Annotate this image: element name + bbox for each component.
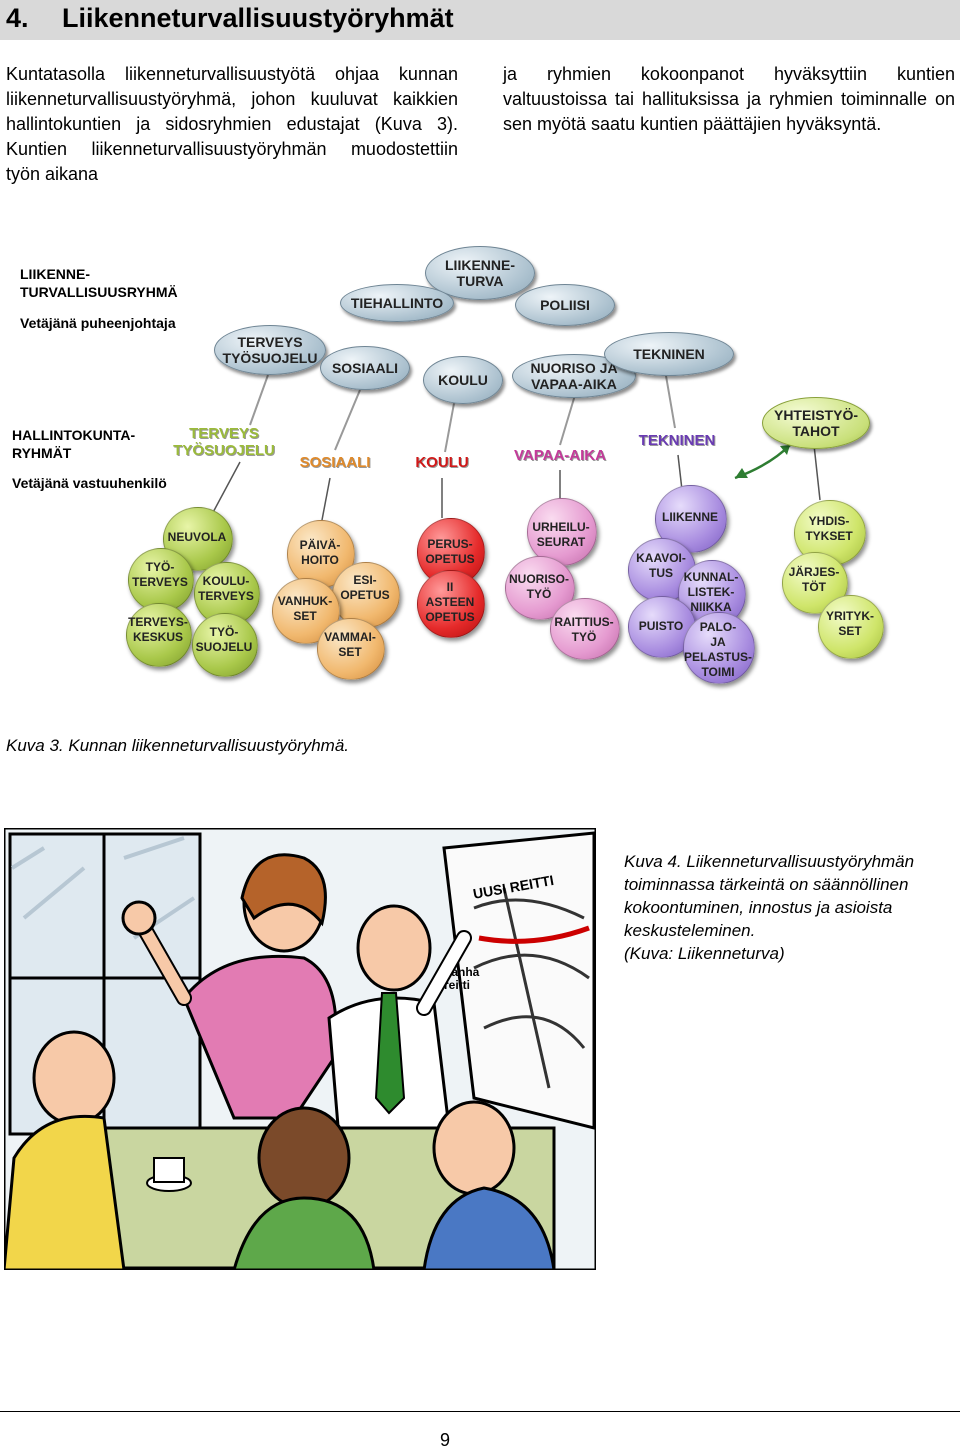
ball-pelastustoimi bbox=[683, 612, 755, 684]
main-group-title: LIIKENNE- TURVALLISUUSRYHMÄ bbox=[20, 266, 178, 300]
section-number: 4. bbox=[6, 3, 29, 33]
caption-kuva4-credit: (Kuva: Liikenneturva) bbox=[624, 944, 785, 963]
admin-groups-leader: Vetäjänä vastuuhenkilö bbox=[12, 475, 167, 491]
ball-ii-asteen-label: II ASTEEN OPETUS bbox=[425, 580, 475, 624]
ball-kaavoitus-label: KAAVOI- TUS bbox=[636, 551, 686, 580]
ball-terveyskeskus bbox=[126, 603, 192, 667]
section-title: Liikenneturvallisuustyöryhmät bbox=[62, 3, 454, 33]
ball-vammaiset bbox=[317, 618, 385, 680]
footer-rule bbox=[0, 1411, 960, 1412]
pill-koulu: KOULU bbox=[423, 356, 503, 404]
ball-puisto-label: PUISTO bbox=[638, 619, 684, 633]
ball-urheiluseurat-label: URHEILU- SEURAT bbox=[532, 520, 590, 549]
ball-esiopetus-label: ESI- OPETUS bbox=[340, 573, 390, 602]
group-koulu: KOULU bbox=[415, 454, 469, 471]
ball-yhdistykset-label: YHDIS- TYKSET bbox=[805, 514, 853, 543]
ball-raittiustyo bbox=[550, 598, 620, 660]
intro-left: Kuntatasolla liikenneturvallisuustyötä o… bbox=[6, 64, 458, 184]
ball-liikenne-label: LIIKENNE bbox=[661, 510, 718, 524]
ball-tyoterveys-label: TYÖ- TERVEYS bbox=[132, 560, 188, 589]
ball-vanhukset-label: VANHUK- SET bbox=[277, 594, 333, 623]
ball-esiopetus bbox=[332, 562, 400, 628]
ball-kouluterveys-label: KOULU- TERVEYS bbox=[198, 574, 254, 603]
main-group-leader: Vetäjänä puheenjohtaja bbox=[20, 315, 176, 331]
cartoon-old-route-line2: reitti bbox=[444, 978, 470, 992]
pill-poliisi: POLIISI bbox=[515, 284, 615, 326]
ball-tyosuojelu bbox=[192, 613, 258, 677]
section-heading: 4. Liikenneturvallisuustyöryhmät bbox=[0, 0, 960, 40]
group-vapaa-aika: VAPAA-AIKA bbox=[514, 447, 606, 464]
ball-pelastustoimi-label: PALO- JA PELASTUS- TOIMI bbox=[683, 620, 752, 679]
group-tekninen: TEKNINEN bbox=[638, 432, 716, 449]
intro-right: ja ryhmien kokoonpanot hyväksyttiin kunt… bbox=[503, 64, 955, 134]
ball-raittiustyo-label: RAITTIUS- TYÖ bbox=[554, 615, 614, 644]
caption-kuva3: Kuva 3. Kunnan liikenneturvallisuustyöry… bbox=[6, 736, 350, 755]
ball-jarjestot-label: JÄRJES- TÖT bbox=[788, 565, 840, 594]
ball-yritykset-label: YRITYK- SET bbox=[826, 609, 874, 638]
ball-terveyskeskus-label: TERVEYS- KESKUS bbox=[128, 615, 188, 644]
ball-neuvola-label: NEUVOLA bbox=[167, 530, 227, 544]
page-number: 9 bbox=[439, 1430, 450, 1450]
admin-groups-title: HALLINTOKUNTA- RYHMÄT bbox=[12, 427, 136, 461]
ball-yritykset bbox=[818, 595, 884, 659]
ball-tyoterveys bbox=[128, 548, 194, 612]
pill-sosiaali: SOSIAALI bbox=[320, 346, 410, 390]
pill-terveys: TERVEYS TYÖSUOJELU bbox=[214, 325, 326, 375]
ball-perusopetus-label: PERUS- OPETUS bbox=[425, 537, 475, 566]
ball-paivahoito-label: PÄIVÄ- HOITO bbox=[299, 538, 341, 567]
caption-kuva4: Kuva 4. Liikenneturvallisuustyöryhmän to… bbox=[624, 852, 915, 940]
diagram-connectors bbox=[209, 369, 821, 521]
group-sosiaali: SOSIAALI bbox=[299, 454, 371, 471]
group-terveys: TERVEYS TYÖSUOJELU bbox=[173, 425, 275, 459]
ball-vammaiset-label: VAMMAI- SET bbox=[324, 630, 376, 659]
ball-tyosuojelu-label: TYÖ- SUOJELU bbox=[195, 625, 253, 654]
group-yhteistyotahot: YHTEISTYÖ- TAHOT bbox=[762, 397, 870, 449]
ball-kunnallistekniikka-label: KUNNAL- LISTEK- NIIKKA bbox=[683, 570, 739, 614]
ball-nuorisotyo-label: NUORISO- TYÖ bbox=[509, 572, 569, 601]
ball-ii-asteen bbox=[417, 570, 485, 638]
pill-tekninen: TEKNINEN bbox=[604, 332, 734, 376]
pill-tiehallinto: TIEHALLINTO bbox=[340, 284, 454, 322]
